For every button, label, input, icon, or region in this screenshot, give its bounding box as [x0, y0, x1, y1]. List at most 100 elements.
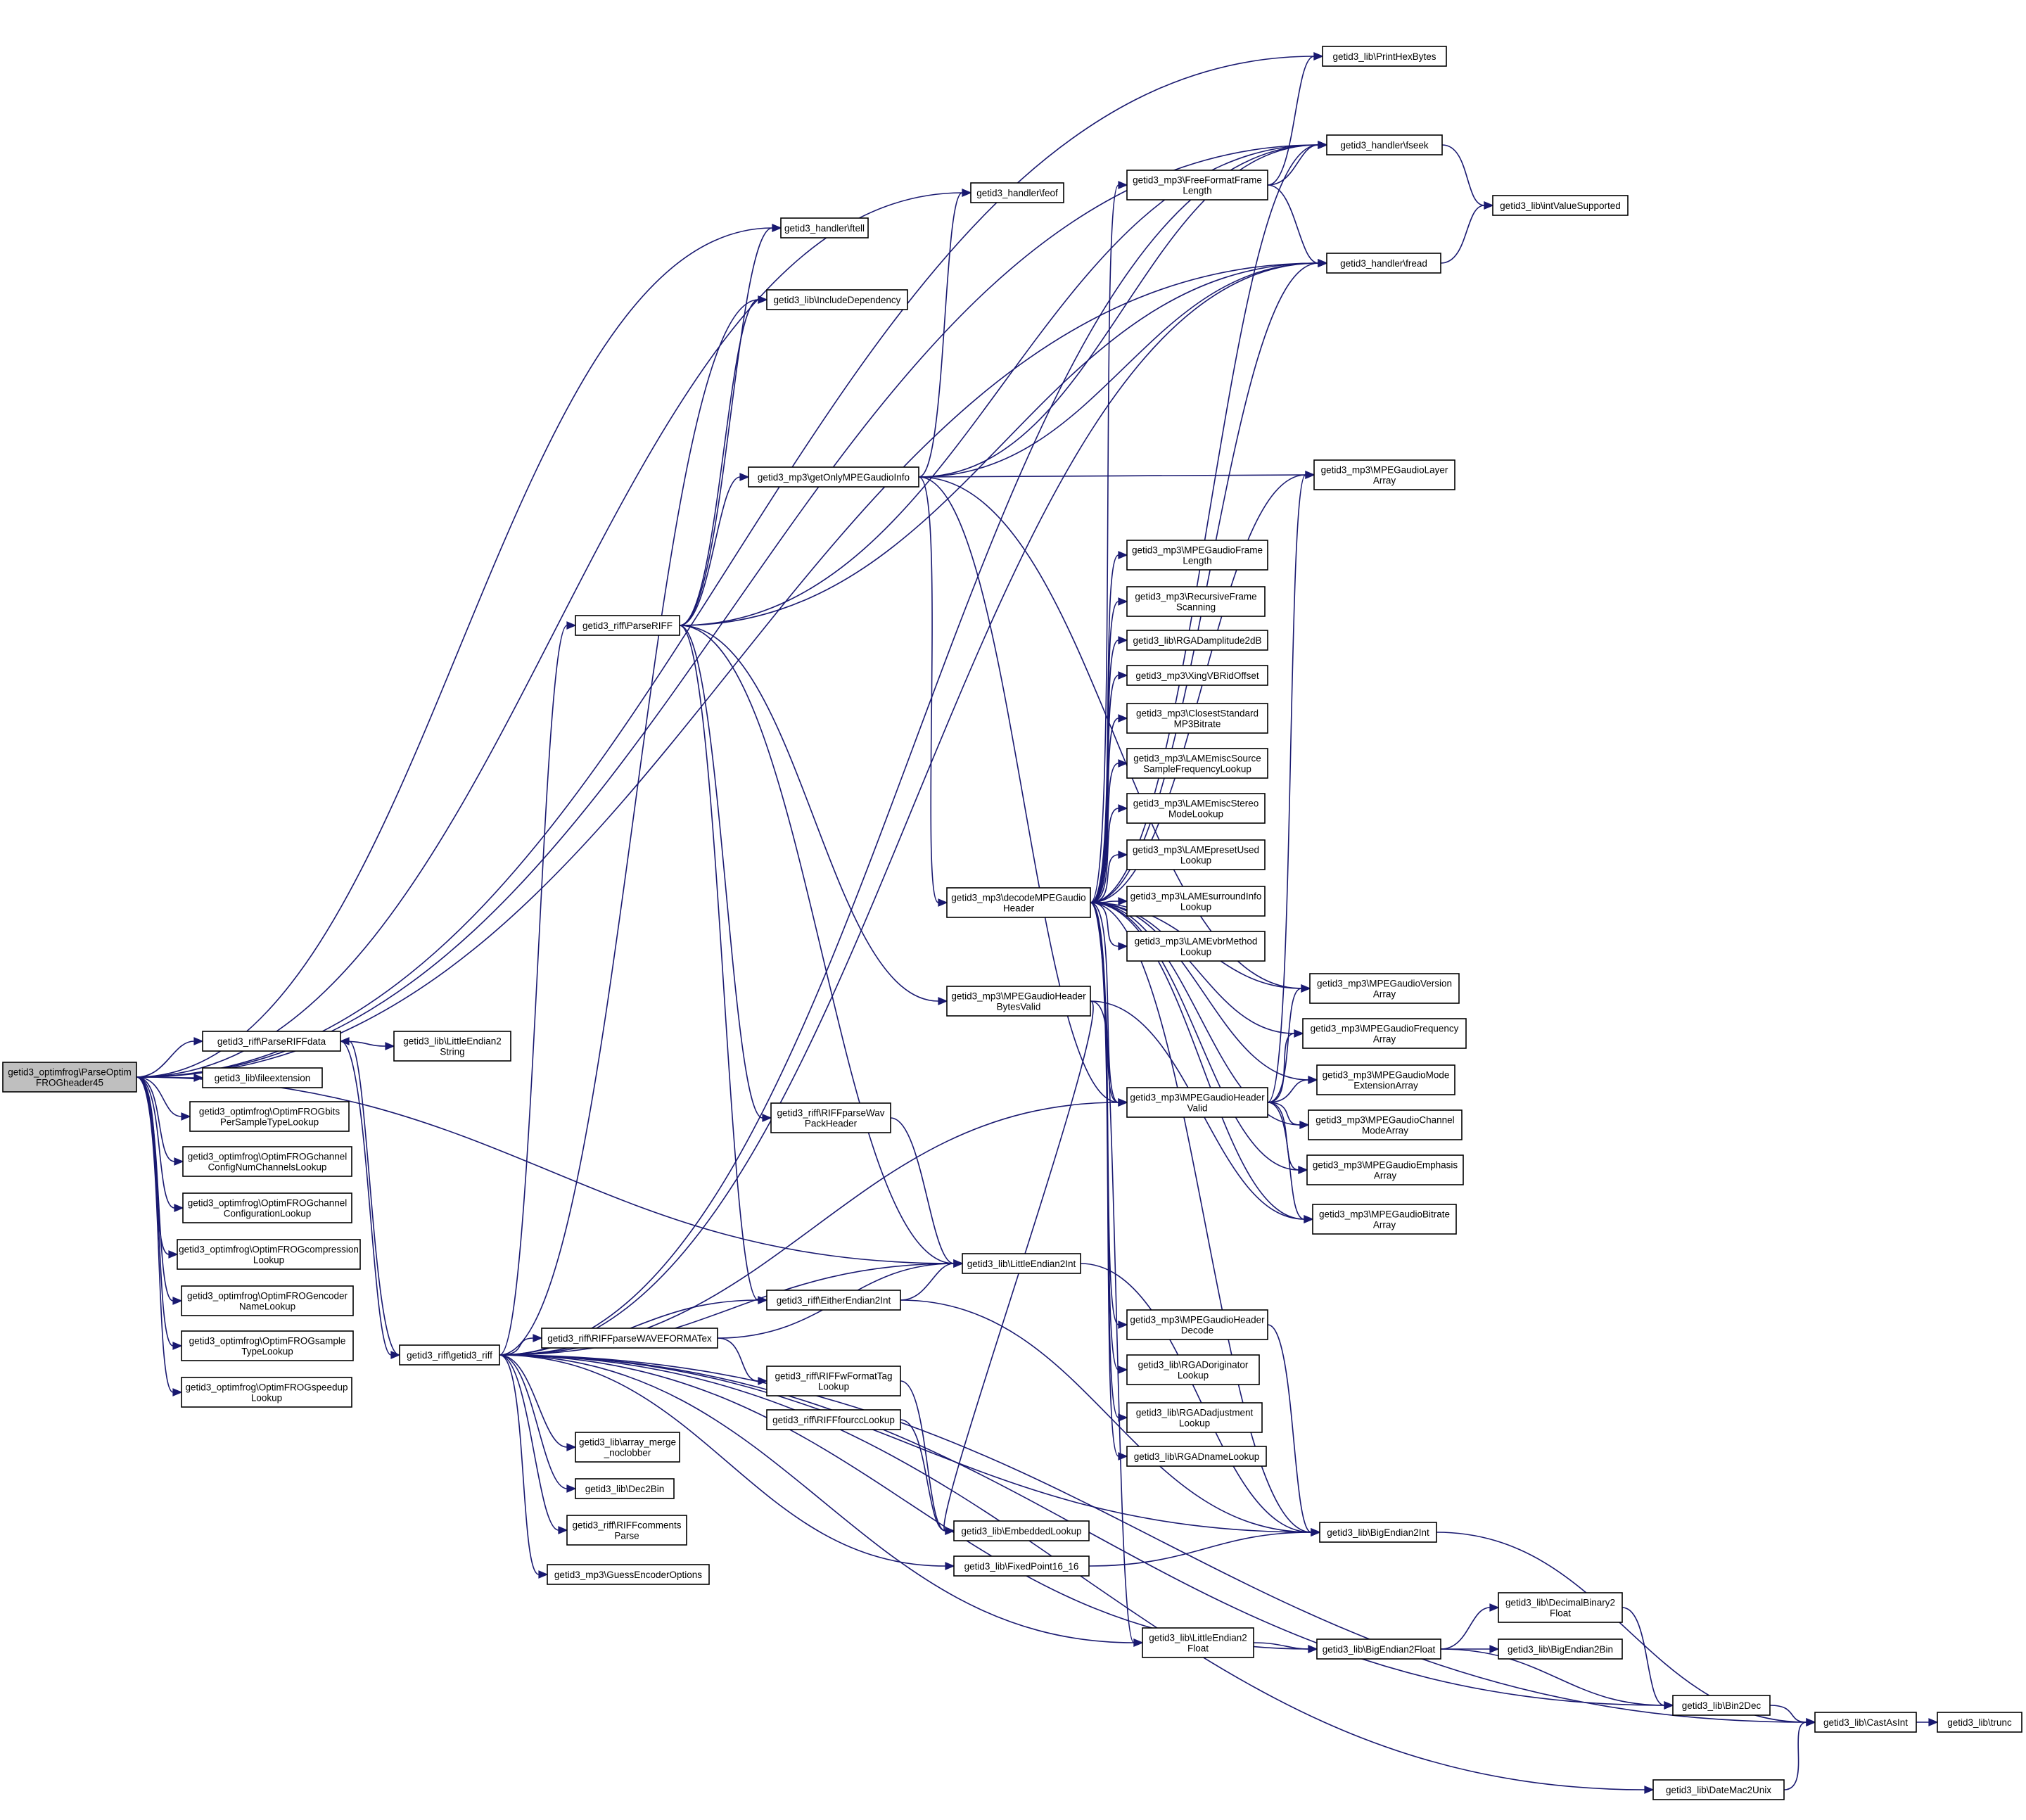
- edge-line: [499, 299, 759, 1356]
- edge-line: [136, 144, 1319, 1078]
- edge-line: [1783, 1722, 1807, 1790]
- call-edge-n31-n49: [1267, 141, 1328, 186]
- function-node-n1[interactable]: getid3_riff\ParseRIFFdata: [202, 1031, 341, 1052]
- function-node-n29[interactable]: getid3_lib\EmbeddedLookup: [953, 1520, 1090, 1541]
- function-node-n15[interactable]: getid3_lib\Dec2Bin: [575, 1478, 675, 1499]
- function-node-n2[interactable]: getid3_lib\fileextension: [202, 1067, 323, 1088]
- function-node-n64[interactable]: getid3_lib\intValueSupported: [1492, 195, 1629, 216]
- function-node-label: getid3_optimfrog\OptimFROGspeedup: [185, 1382, 348, 1393]
- function-node-n25[interactable]: getid3_handler\feof: [970, 182, 1064, 203]
- call-edge-n11-n47: [499, 1354, 1144, 1647]
- function-node-n30[interactable]: getid3_lib\FixedPoint16_16: [953, 1555, 1090, 1577]
- arrowhead: [1294, 1029, 1304, 1038]
- function-node-label: getid3_riff\RIFFparseWAVEFORMATex: [547, 1333, 712, 1344]
- function-node-n37[interactable]: getid3_mp3\LAMEmiscSourceSampleFrequency…: [1126, 748, 1268, 779]
- function-node-n22[interactable]: getid3_riff\EitherEndian2Int: [766, 1290, 901, 1311]
- edge-line: [918, 476, 939, 903]
- function-node-n17[interactable]: getid3_mp3\GuessEncoderOptions: [547, 1564, 710, 1585]
- function-node-n20[interactable]: getid3_mp3\getOnlyMPEGaudioInfo: [748, 466, 919, 488]
- call-edge-n26-n38: [1090, 804, 1128, 903]
- function-node-label: getid3_lib\BigEndian2Float: [1323, 1644, 1436, 1655]
- function-node-n65[interactable]: getid3_lib\CastAsInt: [1814, 1712, 1917, 1733]
- function-node-n46[interactable]: getid3_lib\RGADnameLookup: [1126, 1446, 1267, 1467]
- function-node-n14[interactable]: getid3_lib\array_merge_noclobber: [575, 1432, 680, 1463]
- function-node-n49[interactable]: getid3_handler\fseek: [1326, 134, 1443, 155]
- function-node-n28[interactable]: getid3_lib\LittleEndian2Int: [962, 1253, 1081, 1274]
- function-node-label: TypeLookup: [241, 1347, 293, 1357]
- function-node-label: getid3_mp3\MPEGaudioChannel: [1315, 1115, 1454, 1126]
- function-node-label: getid3_lib\BigEndian2Bin: [1508, 1644, 1613, 1655]
- arrowhead: [1308, 1076, 1318, 1084]
- function-node-n5[interactable]: getid3_optimfrog\OptimFROGchannelConfigu…: [182, 1192, 352, 1223]
- edge-line: [1267, 474, 1306, 1103]
- function-node-n11[interactable]: getid3_riff\getid3_riff: [399, 1344, 500, 1366]
- edge-line: [900, 1299, 1312, 1533]
- function-node-n61[interactable]: getid3_lib\BigEndian2Bin: [1498, 1638, 1623, 1660]
- function-node-n63[interactable]: getid3_lib\DateMac2Unix: [1652, 1779, 1785, 1800]
- function-node-n24[interactable]: getid3_riff\RIFFfourccLookup: [766, 1409, 901, 1430]
- call-edge-n12-n18: [679, 224, 782, 626]
- function-node-box: [1142, 1627, 1254, 1658]
- function-node-box: [399, 1344, 500, 1366]
- function-node-n7[interactable]: getid3_optimfrog\OptimFROGencoderNameLoo…: [181, 1285, 354, 1316]
- function-node-n50[interactable]: getid3_handler\fread: [1326, 253, 1441, 274]
- function-node-n19[interactable]: getid3_lib\IncludeDependency: [766, 289, 908, 310]
- edge-line: [679, 625, 939, 1002]
- function-node-n35[interactable]: getid3_mp3\XingVBRidOffset: [1126, 665, 1268, 686]
- function-node-n3[interactable]: getid3_optimfrog\OptimFROGbitsPerSampleT…: [189, 1101, 350, 1132]
- function-node-n6[interactable]: getid3_optimfrog\OptimFROGcompressionLoo…: [177, 1239, 361, 1270]
- function-node-n18[interactable]: getid3_handler\ftell: [780, 217, 869, 238]
- function-node-n59[interactable]: getid3_lib\BigEndian2Float: [1316, 1638, 1441, 1660]
- edge-line: [499, 1354, 946, 1567]
- function-node-n13[interactable]: getid3_riff\RIFFparseWAVEFORMATex: [541, 1328, 718, 1349]
- edge-line: [1440, 205, 1485, 264]
- function-node-box: [946, 986, 1091, 1017]
- edge-line: [1253, 1642, 1309, 1650]
- function-node-n66[interactable]: getid3_lib\trunc: [1937, 1712, 2022, 1733]
- function-node-label: getid3_mp3\FreeFormatFrame: [1133, 175, 1262, 186]
- function-node-n48[interactable]: getid3_lib\PrintHexBytes: [1322, 46, 1447, 67]
- function-node-n4[interactable]: getid3_optimfrog\OptimFROGchannelConfigN…: [182, 1146, 352, 1177]
- function-node-n58[interactable]: getid3_lib\BigEndian2Int: [1319, 1522, 1437, 1543]
- function-node-n34[interactable]: getid3_lib\RGADamplitude2dB: [1126, 630, 1268, 651]
- function-node-n8[interactable]: getid3_optimfrog\OptimFROGsampleTypeLook…: [181, 1330, 354, 1361]
- call-edge-n50-n64: [1440, 201, 1494, 264]
- function-node-n62[interactable]: getid3_lib\Bin2Dec: [1672, 1695, 1771, 1716]
- arrowhead: [1118, 597, 1128, 606]
- arrowhead: [1928, 1718, 1939, 1726]
- arrowhead: [1644, 1786, 1655, 1794]
- edge-line: [1440, 1607, 1491, 1650]
- function-node-n12[interactable]: getid3_riff\ParseRIFF: [575, 615, 680, 636]
- arrowhead: [1489, 1645, 1500, 1653]
- call-edge-n24-n29: [900, 1419, 955, 1535]
